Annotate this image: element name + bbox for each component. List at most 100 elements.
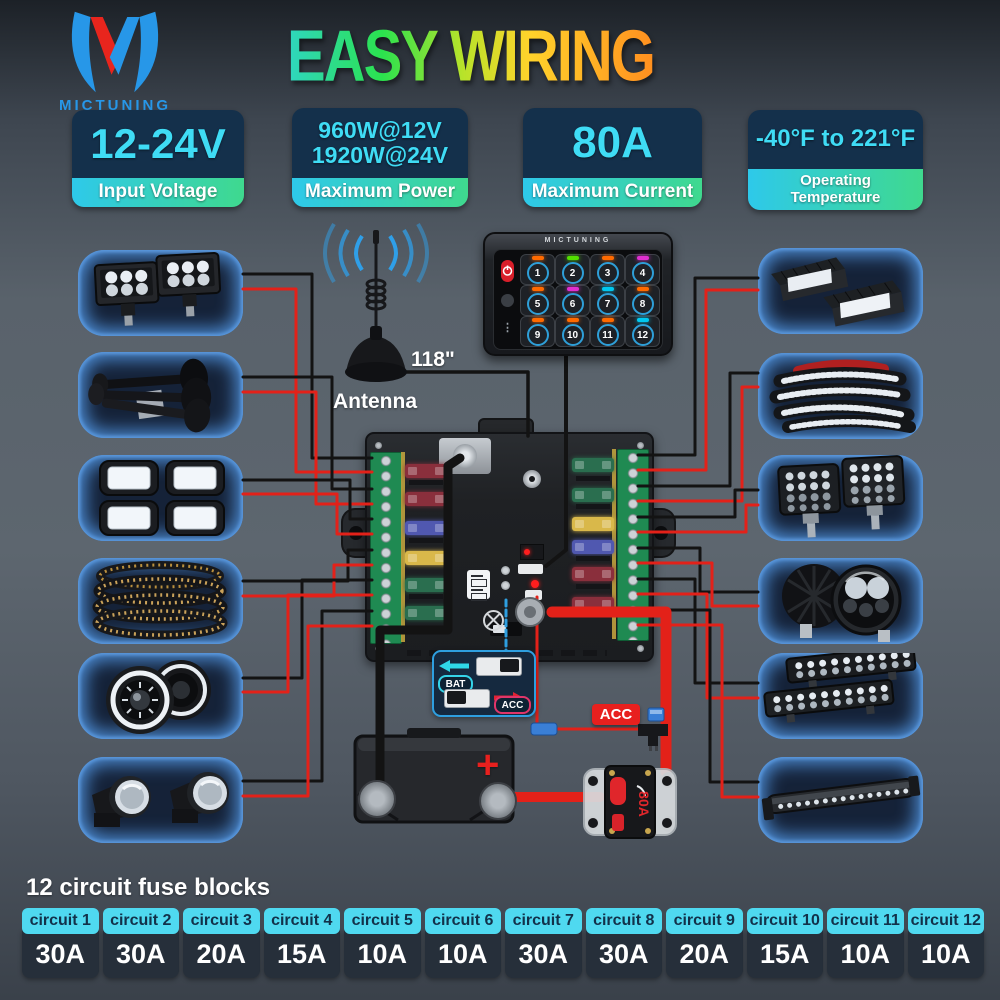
badge-max-power: 960W@12V 1920W@24V Maximum Power (292, 108, 468, 207)
single-row-light-bar-icon (761, 775, 921, 821)
connector (525, 590, 542, 600)
led-indicator (636, 256, 649, 260)
badge-label: Input Voltage (72, 178, 244, 207)
wire-ground (636, 371, 760, 488)
badge-label-line2: Temperature (790, 188, 881, 206)
inline-fuse (530, 722, 558, 736)
status-led (531, 580, 539, 588)
product-single-row-light-bar (758, 757, 923, 843)
selector-switch-bat-position (476, 657, 522, 676)
battery-positive-terminal (479, 782, 517, 820)
status-led-module (520, 544, 544, 560)
circuit-name: circuit 3 (183, 908, 260, 934)
antenna-jack (523, 470, 541, 488)
led-indicator (566, 318, 579, 322)
wire-ground (636, 276, 760, 457)
antenna-cable (391, 370, 530, 438)
product-wheel-ring-lights (78, 558, 243, 644)
wire-ground (636, 488, 760, 519)
brand-name: MICTUNING (59, 97, 171, 114)
circuit-name: circuit 5 (344, 908, 421, 934)
circuit-name: circuit 10 (746, 908, 823, 934)
fuse (572, 488, 614, 502)
circuit-amps: 20A (183, 930, 260, 978)
badge-label: Maximum Current (523, 178, 702, 207)
product-quad-row-pod-lights (758, 455, 923, 541)
led-indicator (531, 287, 544, 291)
right-strip-marking (612, 449, 616, 639)
mictuning-logo-icon (71, 11, 159, 93)
circuit-amps: 30A (102, 930, 179, 978)
flood-lights-icon (771, 257, 905, 327)
wire-ground (241, 609, 374, 783)
antenna-length-label: 118" (411, 348, 455, 371)
fuse-slot (409, 538, 443, 543)
badge-label: Maximum Power (292, 178, 468, 207)
product-fog-lights (78, 757, 243, 843)
led-indicator (636, 287, 649, 291)
badge-input-voltage: 12-24V Input Voltage (72, 110, 244, 207)
wire-positive (636, 592, 760, 700)
fuse (405, 606, 447, 620)
battery-negative-terminal (358, 780, 396, 818)
page-title: EASY WIRING (287, 15, 656, 97)
air-horn-icon (88, 358, 212, 433)
acc-label: ACC (494, 696, 531, 714)
bat-acc-selector-inset: BAT ACC (432, 650, 536, 717)
screw (501, 581, 510, 590)
wire-ground (241, 578, 374, 680)
badge-value-line2: 1920W@24V (311, 142, 449, 169)
wire-positive (241, 492, 374, 536)
wire-ground (241, 478, 374, 521)
circuit-amps: 10A (907, 930, 984, 978)
product-led-strip-light (758, 353, 923, 439)
output-stud-center (524, 606, 536, 618)
main-positive-cable (546, 606, 672, 778)
led-pod-lights-icon (93, 252, 222, 326)
fuse (405, 578, 447, 592)
wire-positive (241, 287, 374, 474)
circuit-amps: 30A (585, 930, 662, 978)
wheel-ring-lights-icon (92, 561, 228, 640)
wire-ground (636, 546, 760, 594)
panel-button-9: 9 (520, 316, 555, 347)
circuit-amps: 15A (263, 930, 340, 978)
battery-positive-sign: + (476, 743, 500, 787)
panel-face: ⋮ 1 2 3 4 5 6 7 8 9 10 11 12 (493, 249, 663, 350)
fuse (572, 517, 614, 531)
panel-button-3: 3 (590, 254, 625, 285)
led-indicator (601, 318, 614, 322)
fuse (572, 540, 614, 554)
product-led-pod-lights (78, 250, 243, 336)
arrow-left-icon (439, 660, 469, 672)
badge-operating-temp: -40°F to 221°F Operating Temperature (748, 110, 923, 210)
left-strip-marking (401, 452, 405, 642)
ground-symbol (483, 610, 504, 631)
main-ground-cable (375, 453, 465, 795)
acc-fuse-tap (638, 707, 668, 751)
panel-button-2: 2 (555, 254, 590, 285)
fuse (572, 567, 614, 581)
badge-label-line1: Operating (800, 172, 871, 189)
panel-button-1: 1 (520, 254, 555, 285)
circuit-name: circuit 7 (505, 908, 582, 934)
circuit-amps: 10A (344, 930, 421, 978)
product-halo-headlights (78, 653, 243, 739)
halo-headlights-icon (106, 660, 211, 734)
left-terminal-strip (370, 452, 402, 644)
wire-ground (636, 577, 760, 685)
panel-button-10: 10 (555, 316, 590, 347)
screw (501, 566, 510, 575)
acc-tag: ACC (592, 704, 640, 725)
led-indicator (636, 318, 649, 322)
circuit-breaker: 80A (583, 765, 677, 839)
